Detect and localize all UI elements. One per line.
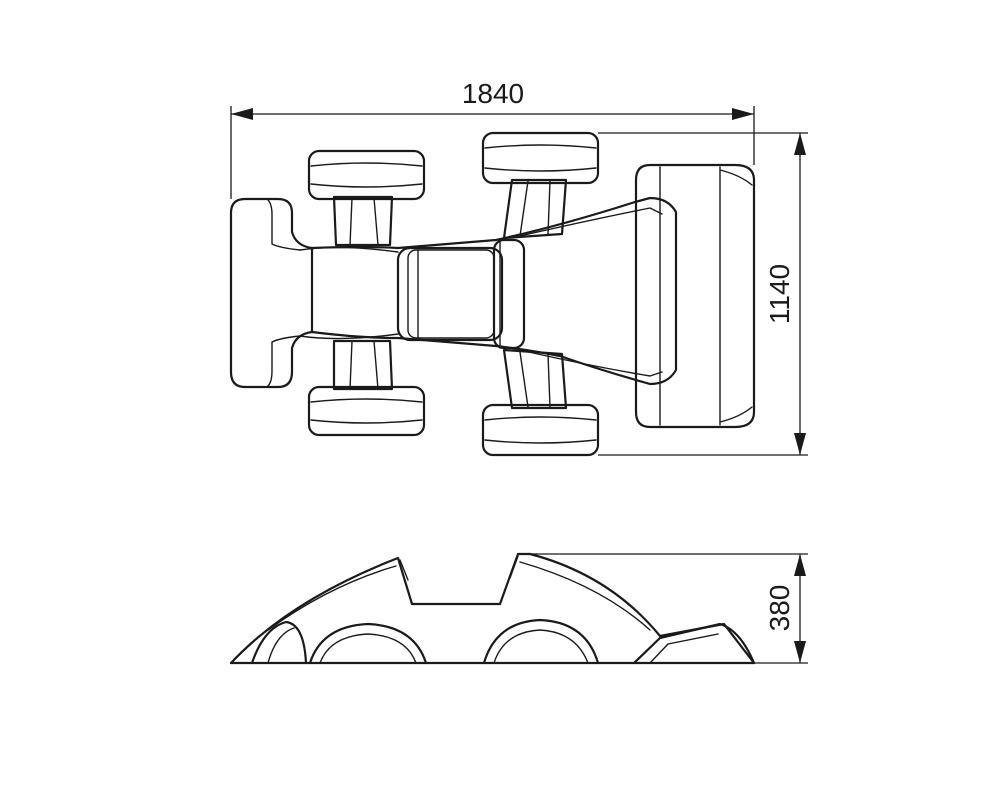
height-dimension — [598, 132, 808, 456]
front-nose — [250, 620, 308, 665]
front-left-wheel — [307, 149, 426, 247]
rear-wing — [634, 163, 756, 429]
width-dimension-label: 1840 — [462, 78, 524, 109]
rear-wing-side — [632, 622, 756, 665]
rear-wheel-arch — [482, 618, 600, 665]
front-bumper — [229, 197, 314, 389]
width-dimension — [230, 106, 755, 199]
rear-right-wheel — [481, 348, 600, 457]
side-height-dimension-label: 380 — [764, 585, 795, 632]
side-height-dimension — [530, 553, 808, 664]
front-wheel-arch — [308, 622, 428, 665]
side-view: 380 — [229, 552, 808, 665]
car-side-profile — [229, 552, 756, 665]
top-view: 1840 1140 — [229, 78, 808, 457]
height-dimension-label: 1140 — [764, 264, 795, 324]
rear-left-wheel — [481, 131, 600, 240]
front-right-wheel — [307, 339, 426, 437]
car-body — [299, 196, 678, 386]
cockpit — [396, 238, 526, 350]
